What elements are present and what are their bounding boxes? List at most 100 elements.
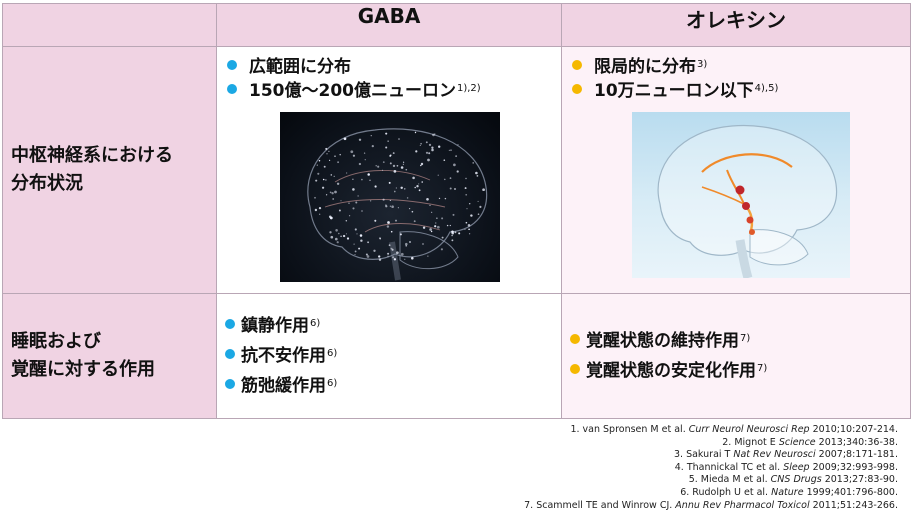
neuron-dot xyxy=(391,248,394,251)
neuron-dot xyxy=(456,170,459,173)
neuron-dot xyxy=(403,161,405,163)
neuron-dot xyxy=(338,209,341,212)
references: 1. van Spronsen M et al. Curr Neurol Neu… xyxy=(524,424,898,512)
neuron-dot xyxy=(405,245,407,247)
neuron-dot xyxy=(335,229,338,232)
reference-item: 5. Mieda M et al. CNS Drugs 2013;27:83-9… xyxy=(688,474,898,486)
neuron-dot xyxy=(330,235,334,239)
neuron-dot xyxy=(475,171,478,175)
list-item: 抗不安作用6) xyxy=(225,341,561,371)
neuron-dot xyxy=(325,147,328,150)
gaba-brain-illustration xyxy=(307,128,488,281)
neuron-dot xyxy=(336,241,339,244)
list-item: 鎮静作用6) xyxy=(225,311,561,341)
gaba-distribution-list: 広範囲に分布 150億～200億ニューロン1),2) xyxy=(217,47,561,103)
neuron-dot xyxy=(397,207,399,209)
neuron-dot xyxy=(465,221,468,224)
header-row: GABA オレキシン xyxy=(2,3,911,47)
neuron-dot xyxy=(367,241,370,244)
neuron-dot xyxy=(328,150,330,153)
neuron-dot xyxy=(448,149,451,152)
neuron-dot xyxy=(393,190,396,193)
neuron-dot xyxy=(441,217,444,220)
neuron-dot xyxy=(449,187,452,190)
neuron-dot xyxy=(416,185,419,188)
neuron-dot xyxy=(316,164,318,166)
neuron-dot xyxy=(363,152,366,154)
neuron-dot xyxy=(400,186,403,190)
neuron-dot xyxy=(453,163,456,167)
list-item: 150億～200億ニューロン1),2) xyxy=(227,79,561,103)
bullet-icon xyxy=(225,319,235,329)
neuron-dot xyxy=(405,168,408,171)
neuron-dot xyxy=(449,177,452,179)
neuron-dot xyxy=(414,186,416,189)
neuron-dot xyxy=(464,228,466,230)
neuron-dot xyxy=(482,188,485,192)
neuron-dot xyxy=(422,243,424,245)
neuron-dot xyxy=(466,208,468,210)
neuron-dot xyxy=(345,233,347,235)
neuron-dot xyxy=(353,243,355,245)
neuron-dot xyxy=(444,178,446,181)
neuron-dot xyxy=(379,237,381,240)
neuron-dot xyxy=(354,254,356,256)
neuron-dot xyxy=(361,178,363,181)
neuron-dot xyxy=(390,230,393,233)
neuron-dot xyxy=(357,195,359,197)
neuron-dot xyxy=(436,217,438,220)
neuron-dot xyxy=(395,187,397,189)
neuron-dot xyxy=(392,256,395,259)
neuron-dot xyxy=(382,169,384,171)
neuron-dot xyxy=(330,174,333,176)
row-sleep-wake: 睡眠および 覚醒に対する作用 鎮静作用6) 抗不安作用6) 筋弛緩作用6) 覚醒… xyxy=(2,293,911,419)
neuron-dot xyxy=(345,220,348,222)
orexin-action-list: 覚醒状態の維持作用7) 覚醒状態の安定化作用7) xyxy=(562,326,910,386)
neuron-dot xyxy=(408,207,411,210)
bullet-icon xyxy=(572,60,582,70)
neuron-dot xyxy=(352,154,356,157)
neuron-dot xyxy=(352,188,355,191)
neuron-dot xyxy=(364,159,366,161)
neuron-dot xyxy=(356,233,358,235)
neuron-dot xyxy=(332,198,335,200)
neuron-dot xyxy=(314,196,316,199)
neuron-dot xyxy=(374,185,377,188)
neuron-dot xyxy=(477,200,479,202)
list-item: 覚醒状態の安定化作用7) xyxy=(570,356,910,386)
neuron-dot xyxy=(374,219,377,222)
neuron-dot xyxy=(425,141,428,144)
neuron-dot xyxy=(378,258,382,261)
neuron-dot xyxy=(352,207,355,210)
neuron-dot xyxy=(346,237,350,240)
orexin-distribution-list: 限局的に分布3) 10万ニューロン以下4),5) xyxy=(562,47,910,103)
neuron-dot xyxy=(430,230,433,233)
neuron-dot xyxy=(420,142,422,145)
neuron-dot xyxy=(455,155,457,157)
neuron-dot xyxy=(444,197,447,200)
list-item: 広範囲に分布 xyxy=(227,55,561,79)
neuron-dot xyxy=(395,219,397,222)
neuron-dot xyxy=(340,235,342,238)
neuron-dot xyxy=(329,231,332,234)
row-label-distribution: 中枢神経系における 分布状況 xyxy=(2,46,217,294)
neuron-dot xyxy=(336,182,340,186)
reference-item: 1. van Spronsen M et al. Curr Neurol Neu… xyxy=(570,424,898,435)
neuron-dot xyxy=(354,250,357,253)
neuron-dot xyxy=(387,252,390,255)
bullet-icon xyxy=(227,84,237,94)
neuron-dot xyxy=(389,199,391,201)
neuron-dot xyxy=(443,159,446,162)
neuron-dot xyxy=(426,197,429,201)
list-item: 限局的に分布3) xyxy=(572,55,910,79)
neuron-dot xyxy=(322,178,325,181)
neuron-dot xyxy=(429,204,431,207)
neuron-dot xyxy=(382,161,385,163)
row-label-sleep-wake: 睡眠および 覚醒に対する作用 xyxy=(2,293,217,419)
neuron-dot xyxy=(360,239,363,242)
neuron-dot xyxy=(393,170,397,173)
neuron-dot xyxy=(414,131,417,134)
neuron-dot xyxy=(427,158,430,162)
neuron-dot xyxy=(339,153,341,156)
neuron-dot xyxy=(400,252,404,256)
